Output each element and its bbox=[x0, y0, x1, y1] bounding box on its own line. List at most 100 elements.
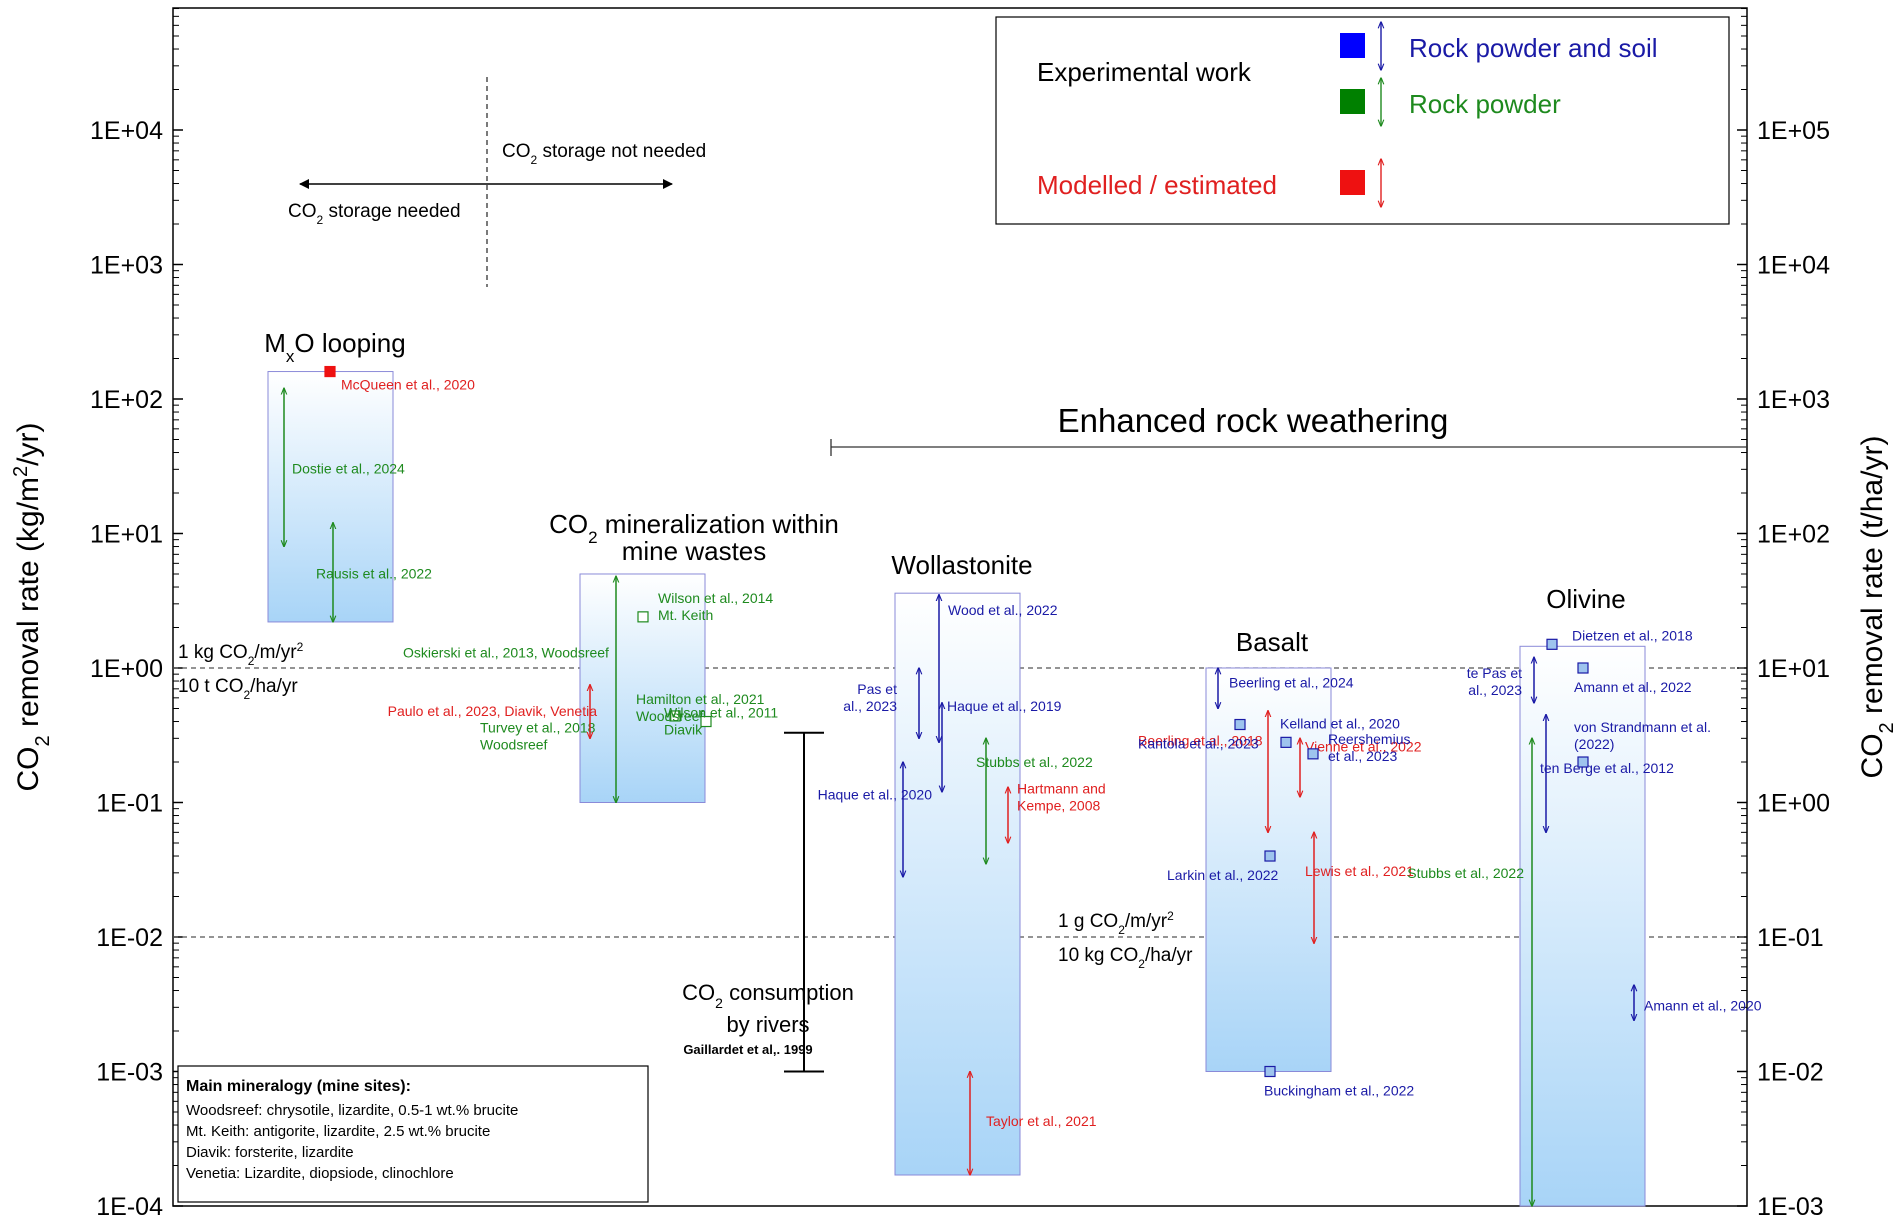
y-tick-label-left: 1E+03 bbox=[90, 252, 163, 280]
y-tick-label-left: 1E+02 bbox=[90, 386, 163, 414]
erw-bracket: Enhanced rock weathering bbox=[830, 402, 1747, 456]
y-tick-label-right: 1E+00 bbox=[1757, 790, 1830, 818]
point-label: McQueen et al., 2020 bbox=[341, 377, 475, 393]
reference-label-below: 10 t CO2/ha/yr bbox=[178, 676, 298, 702]
rivers-label-2: by rivers bbox=[726, 1012, 809, 1037]
rivers-citation: Gaillardet et al,. 1999 bbox=[683, 1042, 812, 1057]
range-label: Stubbs et al., 2022 bbox=[1407, 865, 1524, 881]
y-tick-label-right: 1E+04 bbox=[1757, 252, 1830, 280]
point-label-2: (2022) bbox=[1574, 736, 1614, 752]
erw-label: Enhanced rock weathering bbox=[1058, 402, 1449, 439]
y-tick-label-left: 1E-04 bbox=[96, 1193, 163, 1219]
mineralogy-line: Diavik: forsterite, lizardite bbox=[186, 1144, 354, 1161]
reference-label-above: 1 kg CO2/m/yr2 bbox=[178, 640, 304, 668]
data-point bbox=[700, 715, 712, 728]
extra-label: Oskierski et al., 2013, Woodsreef bbox=[403, 645, 609, 661]
point-label-2: Woodsreef bbox=[636, 708, 704, 724]
point-label: Reershemius bbox=[1328, 731, 1410, 747]
range-label: Haque et al., 2019 bbox=[947, 698, 1062, 714]
mineralogy-line: Venetia: Lizardite, diopsiode, clinochlo… bbox=[186, 1165, 454, 1182]
y-tick-label-right: 1E+05 bbox=[1757, 117, 1830, 145]
range-label: Beerling et al., 2024 bbox=[1229, 675, 1354, 691]
y-tick-label-right: 1E+03 bbox=[1757, 386, 1830, 414]
range-label: Stubbs et al., 2022 bbox=[976, 754, 1093, 770]
range-label: Vienne et al., 2022 bbox=[1305, 739, 1422, 755]
point-label-2: et al., 2023 bbox=[1328, 748, 1397, 764]
data-point bbox=[1280, 736, 1292, 748]
rivers-label-1: CO2 consumption bbox=[682, 980, 854, 1011]
point-label: Buckingham et al., 2022 bbox=[1264, 1083, 1414, 1099]
legend-swatch bbox=[1340, 89, 1365, 114]
mineralogy-frame bbox=[177, 1065, 649, 1203]
y-tick-label-right: 1E-01 bbox=[1757, 924, 1824, 952]
storage-annotation: CO2 storage not needed CO2 storage neede… bbox=[288, 77, 706, 287]
range-label-2: Woodsreef bbox=[480, 737, 548, 753]
point-label-2: Mt. Keith bbox=[658, 607, 713, 623]
legend-swatch bbox=[1340, 33, 1365, 58]
y-tick-label-right: 1E+01 bbox=[1757, 655, 1830, 683]
legend-swatch bbox=[1340, 170, 1365, 195]
range-label: ten Berge et al., 2012 bbox=[1540, 760, 1674, 776]
point-label: Amann et al., 2022 bbox=[1574, 679, 1692, 695]
y-tick-label-left: 1E+01 bbox=[90, 521, 163, 549]
y-tick-label-left: 1E+00 bbox=[90, 655, 163, 683]
y-axis-left-title: CO2 removal rate (kg/m2/yr) bbox=[10, 423, 54, 792]
point-label: Wilson et al., 2014 bbox=[658, 590, 773, 606]
range-label: Beerling et al., 2018 bbox=[1138, 732, 1263, 748]
y-tick-label-left: 1E-02 bbox=[96, 924, 163, 952]
legend-entry-label: Rock powder and soil bbox=[1409, 33, 1658, 63]
y-tick-label-right: 1E+02 bbox=[1757, 521, 1830, 549]
group-title-mxo: MxO looping bbox=[264, 328, 405, 366]
range-label-2: Kempe, 2008 bbox=[1017, 798, 1100, 814]
mineralogy-line: Mt. Keith: antigorite, lizardite, 2.5 wt… bbox=[186, 1123, 490, 1140]
y-tick-label-right: 1E-03 bbox=[1757, 1193, 1824, 1219]
point-label: Hamilton et al., 2021 bbox=[636, 691, 765, 707]
y-axis-left: 1E-04 1E-03 1E-02 1E-01 1E+00 1E+01 1E+02 1E+03… bbox=[90, 8, 183, 1219]
group-title-mine: CO2 mineralization within bbox=[549, 509, 839, 547]
point-label: Kelland et al., 2020 bbox=[1280, 715, 1400, 731]
y-tick-label-left: 1E+04 bbox=[90, 117, 163, 145]
range-label: Amann et al., 2020 bbox=[1644, 997, 1762, 1013]
data-point bbox=[1546, 638, 1558, 650]
legend-experimental-label: Experimental work bbox=[1037, 57, 1252, 87]
range-label: Pas et bbox=[857, 681, 897, 697]
group-title-wollastonite: Wollastonite bbox=[891, 550, 1032, 580]
range-label: Turvey et al., 2018 bbox=[480, 720, 596, 736]
range-label: Wood et al., 2022 bbox=[948, 602, 1058, 618]
group-title-mine-2: mine wastes bbox=[622, 536, 767, 566]
group-box-mxo bbox=[267, 371, 394, 623]
y-tick-label-right: 1E-02 bbox=[1757, 1059, 1824, 1087]
y-tick-label-left: 1E-01 bbox=[96, 790, 163, 818]
range-label-2: al., 2023 bbox=[843, 698, 897, 714]
range-label: Hartmann and bbox=[1017, 781, 1106, 797]
group-title-basalt: Basalt bbox=[1236, 627, 1309, 657]
point-label: Dietzen et al., 2018 bbox=[1572, 627, 1693, 643]
storage-not-needed-label: CO2 storage not needed bbox=[502, 141, 706, 167]
group-title-olivine: Olivine bbox=[1546, 584, 1625, 614]
range-label: Haque et al., 2020 bbox=[818, 786, 933, 802]
range-label: Lewis et al., 2021 bbox=[1305, 863, 1414, 879]
range-label: Rausis et al., 2022 bbox=[316, 565, 432, 581]
mineralogy-line: Woodsreef: chrysotile, lizardite, 0.5-1 … bbox=[186, 1102, 518, 1119]
y-axis-right-title: CO2 removal rate (t/ha/yr) bbox=[1856, 436, 1898, 779]
data-point bbox=[1234, 718, 1246, 731]
storage-needed-label: CO2 storage needed bbox=[288, 201, 461, 227]
data-point bbox=[1577, 662, 1589, 674]
point-label: Wilson et al., 2011 bbox=[664, 705, 778, 721]
range-label: Paulo et al., 2023, Diavik, Venetia bbox=[388, 703, 598, 719]
plot-frame bbox=[172, 7, 1748, 1207]
range-label: Taylor et al., 2021 bbox=[986, 1113, 1097, 1129]
reference-label-below: 10 kg CO2/ha/yr bbox=[1058, 945, 1193, 971]
range-label: Dostie et al., 2024 bbox=[292, 460, 405, 476]
legend-modelled-label: Modelled / estimated bbox=[1037, 170, 1277, 200]
legend-entry-label: Rock powder bbox=[1409, 89, 1561, 119]
data-point bbox=[1577, 756, 1589, 768]
data-point bbox=[669, 710, 681, 722]
legend: Experimental work Modelled / estimated R… bbox=[995, 16, 1730, 225]
y-tick-label-left: 1E-03 bbox=[96, 1059, 163, 1087]
range-label: te Pas et bbox=[1467, 665, 1522, 681]
